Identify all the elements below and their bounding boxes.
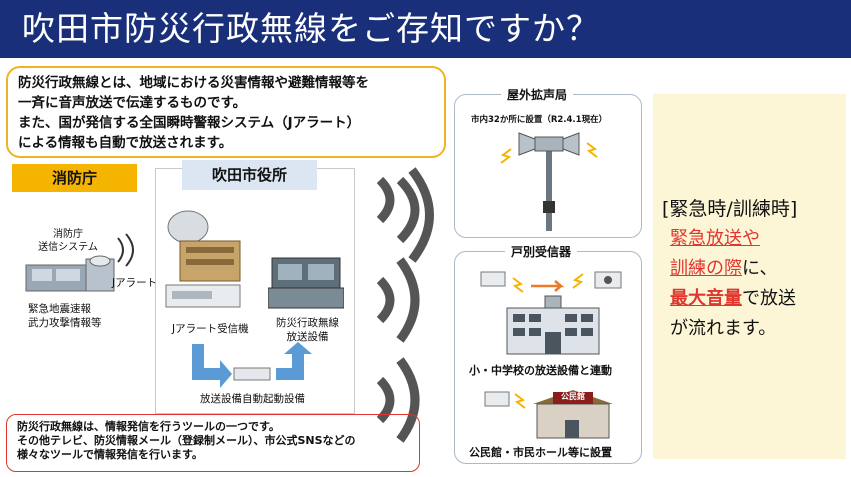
intro-line: による情報も自動で放送されます。 bbox=[18, 135, 233, 151]
outdoor-title: 屋外拡声局 bbox=[501, 86, 574, 103]
radio-waves-icon bbox=[376, 167, 434, 443]
home-receiver-panel: 戸別受信器 小・中学校の放送設備と連動 公民館 公民館・市民ホール等に設置 bbox=[454, 243, 642, 464]
emergency-red-text: 最大音量 bbox=[670, 288, 742, 309]
emergency-red-text: 訓練の際 bbox=[670, 258, 742, 279]
intro-box: 防災行政無線とは、地域における災害情報や避難情報等を 一斉に音声放送で伝達するも… bbox=[6, 66, 446, 158]
outdoor-note: 市内32か所に設置（R2.4.1現在） bbox=[471, 115, 608, 125]
intro-line: 一斉に音声放送で伝達するものです。 bbox=[18, 95, 247, 111]
caption-line: 防災行政無線 bbox=[276, 317, 339, 329]
jalert-label: Jアラート bbox=[112, 277, 158, 289]
emergency-red-text: 緊急放送や bbox=[670, 228, 760, 249]
outdoor-speaker-panel: 屋外拡声局 市内32か所に設置（R2.4.1現在） bbox=[454, 86, 642, 238]
flow-arrows-icon bbox=[192, 342, 312, 388]
caption-line: 送信システム bbox=[38, 242, 98, 253]
emergency-text: に、 bbox=[742, 258, 778, 279]
emergency-line: 最大音量で放送 bbox=[662, 284, 797, 314]
caption-line: 消防庁 bbox=[53, 229, 83, 240]
page-title: 吹田市防災行政無線をご存知ですか？ bbox=[0, 0, 851, 58]
intro-line: また、国が発信する全国瞬時警報システム（Jアラート） bbox=[18, 115, 361, 131]
fire-system-icon bbox=[25, 255, 115, 292]
city-building-icon bbox=[165, 210, 241, 308]
emergency-line: 訓練の際に、 bbox=[662, 254, 797, 284]
hall-sign: 公民館 bbox=[561, 392, 585, 401]
home-title: 戸別受信器 bbox=[505, 243, 578, 260]
emergency-line: 緊急放送や bbox=[662, 224, 797, 254]
signal-waves-icon bbox=[117, 233, 134, 267]
intro-line: 防災行政無線とは、地域における災害情報や避難情報等を bbox=[18, 75, 369, 91]
caption-line: 緊急地震速報 bbox=[28, 303, 91, 315]
caption-line: 放送設備 bbox=[286, 331, 329, 343]
note-line: 防災行政無線は、情報発信を行うツールの一つです。 bbox=[17, 420, 280, 433]
school-caption: 小・中学校の放送設備と連動 bbox=[469, 364, 612, 377]
fire-system-caption: 消防庁 送信システム bbox=[38, 228, 98, 254]
emergency-text: で放送 bbox=[742, 288, 796, 309]
bottom-note: 防災行政無線は、情報発信を行うツールの一つです。 その他テレビ、防災情報メール（… bbox=[6, 414, 420, 472]
emergency-heading: [緊急時/訓練時] bbox=[662, 198, 798, 220]
auto-start-caption: 放送設備自動起動設備 bbox=[200, 393, 305, 405]
equipment-caption: 防災行政無線 放送設備 bbox=[276, 316, 339, 344]
school-icon bbox=[480, 271, 622, 355]
community-hall-icon bbox=[484, 390, 613, 439]
receiver-caption: Jアラート受信機 bbox=[172, 323, 249, 335]
emergency-line: が流れます。 bbox=[670, 318, 777, 339]
fire-agency-label: 消防庁 bbox=[12, 164, 137, 192]
emergency-message: [緊急時/訓練時] 緊急放送や 訓練の際に、 最大音量で放送 が流れます。 bbox=[662, 194, 797, 344]
hall-caption: 公民館・市民ホール等に設置 bbox=[469, 446, 612, 459]
warning-info-caption: 緊急地震速報 武力攻撃情報等 bbox=[28, 302, 102, 330]
city-office-label: 吹田市役所 bbox=[182, 160, 317, 190]
caption-line: 武力攻撃情報等 bbox=[28, 317, 102, 329]
note-line: その他テレビ、防災情報メール（登録制メール）、市公式SNSなどの bbox=[17, 434, 356, 447]
broadcast-console-icon bbox=[268, 257, 344, 309]
speaker-tower-icon bbox=[500, 132, 598, 231]
note-line: 様々なツールで情報発信を行います。 bbox=[17, 448, 203, 461]
emergency-message-panel bbox=[653, 94, 846, 459]
